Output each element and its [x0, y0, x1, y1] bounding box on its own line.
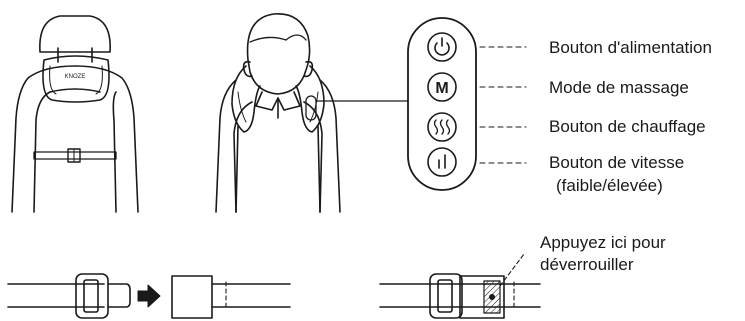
controller-enlarged: [407, 17, 527, 191]
label-massage-mode: Mode de massage: [549, 78, 689, 97]
person-head: [246, 13, 311, 95]
leader-lines: [479, 46, 527, 164]
mode-button: [427, 72, 457, 102]
arrow-right-icon: [137, 284, 161, 308]
heat-button: [427, 112, 457, 142]
seat-back: [11, 65, 139, 213]
label-heat-button: Bouton de chauffage: [549, 117, 706, 136]
lock-housing: [459, 275, 505, 319]
speed-button: [427, 147, 457, 177]
controller-body: [407, 17, 477, 191]
strap-insert-figure: [7, 273, 291, 319]
strap-buckle: [67, 148, 81, 163]
label-power-button: Bouton d'alimentation: [549, 38, 712, 57]
seat-strap: [33, 151, 117, 160]
label-speed-button: Bouton de vitesse: [549, 153, 685, 172]
person-figure: [215, 13, 409, 213]
label-unlock-line2: déverrouiller: [540, 255, 634, 274]
strap-locked-figure: [379, 253, 541, 319]
buckle-left: [75, 273, 109, 319]
headrest: [39, 15, 111, 53]
power-icon: [434, 42, 450, 56]
heat-waves-icon: [433, 119, 451, 135]
seat-rear-figure: [11, 15, 139, 213]
mode-m-icon: M: [435, 80, 448, 97]
massager-pillow: [42, 55, 110, 103]
release-dot: [489, 294, 495, 300]
label-speed-levels: (faible/élevée): [556, 176, 663, 195]
power-button: [427, 32, 457, 62]
brand-logo-text: KNOZE: [65, 74, 86, 80]
label-unlock-line1: Appuyez ici pour: [540, 233, 666, 252]
strap-receiver: [171, 275, 213, 319]
seat-behind: [215, 79, 341, 213]
neck-massager: [231, 65, 325, 133]
strap-controller: [305, 95, 317, 121]
buckle-right: [429, 273, 463, 319]
